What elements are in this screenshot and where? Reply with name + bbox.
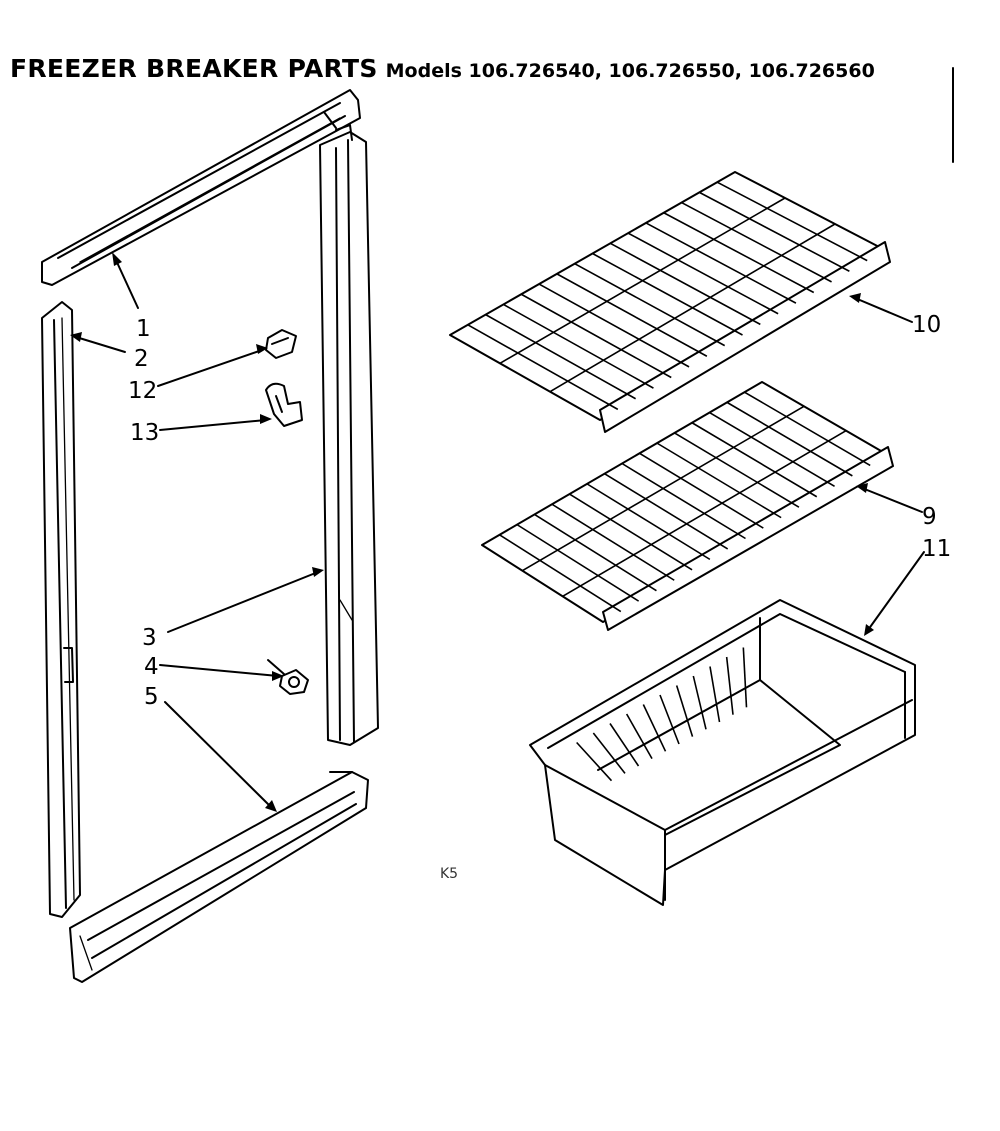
basket-rib xyxy=(625,713,653,760)
shelf-wire xyxy=(699,191,850,272)
title-models: Models 106.726540, 106.726550, 106.72656… xyxy=(385,60,875,82)
part-12-clip xyxy=(265,329,297,359)
shelf-wire xyxy=(709,411,835,488)
callout-9: 9 xyxy=(922,504,937,530)
shelf-wire xyxy=(534,513,657,592)
shelf-wire xyxy=(621,462,746,540)
shelf-wire xyxy=(574,262,726,347)
part-10-upper-wire-shelf xyxy=(449,171,891,433)
shelf-wire xyxy=(726,401,853,477)
shelf-wire xyxy=(691,422,818,498)
shelf-wire xyxy=(503,303,654,389)
basket-rib xyxy=(609,723,640,767)
shelf-wire xyxy=(467,324,619,411)
shelf-wire xyxy=(592,252,743,336)
shelf-wire xyxy=(604,473,729,550)
callout-2: 2 xyxy=(134,346,149,372)
shelf-wire xyxy=(674,432,800,508)
part-1-top-breaker-strip xyxy=(41,89,361,286)
part-4-fastener xyxy=(267,659,309,695)
shelf-wire xyxy=(499,534,622,613)
shelf-wire xyxy=(656,442,782,519)
part-3-right-breaker-strip xyxy=(319,124,379,746)
part-13-bracket xyxy=(265,382,303,427)
basket-rib xyxy=(725,656,734,715)
shelf-wire xyxy=(663,212,815,294)
callout-13: 13 xyxy=(130,420,159,446)
shelf-wire xyxy=(681,201,832,283)
basket-rib xyxy=(742,647,748,708)
callout-4: 4 xyxy=(144,654,159,680)
shelf-wire xyxy=(520,293,672,379)
callout-3: 3 xyxy=(142,625,157,651)
part-2-left-breaker-strip xyxy=(41,301,81,918)
basket-rib xyxy=(659,694,680,745)
basket-rib xyxy=(576,741,613,782)
shelf-wire xyxy=(716,181,868,262)
callout-12: 12 xyxy=(128,378,157,404)
callout-11: 11 xyxy=(922,536,951,562)
shelf-crossbar xyxy=(549,223,836,393)
basket-rib xyxy=(692,675,707,730)
basket-rib xyxy=(709,666,721,723)
shelf-wire xyxy=(551,503,675,581)
shelf-crossbar xyxy=(499,197,786,365)
shelf-wire xyxy=(639,452,764,529)
part-11-basket xyxy=(529,599,916,906)
shelf-wire xyxy=(645,222,797,304)
shelf-wire xyxy=(556,273,708,357)
callout-5: 5 xyxy=(144,684,159,710)
callout-10: 10 xyxy=(912,312,941,338)
shelf-wire xyxy=(569,493,693,571)
shelf-wire xyxy=(744,391,871,467)
shelf-wire xyxy=(538,283,690,368)
shelf-wire xyxy=(586,483,711,561)
basket-rib xyxy=(675,685,694,737)
part-5-bottom-breaker-strip xyxy=(69,771,369,983)
shelf-wire xyxy=(609,242,761,326)
basket-rib xyxy=(592,732,626,774)
shelf-crossbar xyxy=(562,429,847,598)
shelf-wire xyxy=(516,523,640,602)
shelf-crossbar xyxy=(521,405,805,572)
leader-lines xyxy=(70,252,925,812)
title-main: FREEZER BREAKER PARTS xyxy=(10,54,378,83)
shelf-wire xyxy=(627,232,779,315)
shelf-wire xyxy=(485,313,637,400)
part-9-lower-wire-shelf xyxy=(481,381,894,631)
callout-1: 1 xyxy=(136,316,151,342)
page-title: FREEZER BREAKER PARTS Models 106.726540, … xyxy=(10,54,875,83)
diagram-code: K5 xyxy=(440,866,458,882)
basket-rib xyxy=(642,704,667,752)
